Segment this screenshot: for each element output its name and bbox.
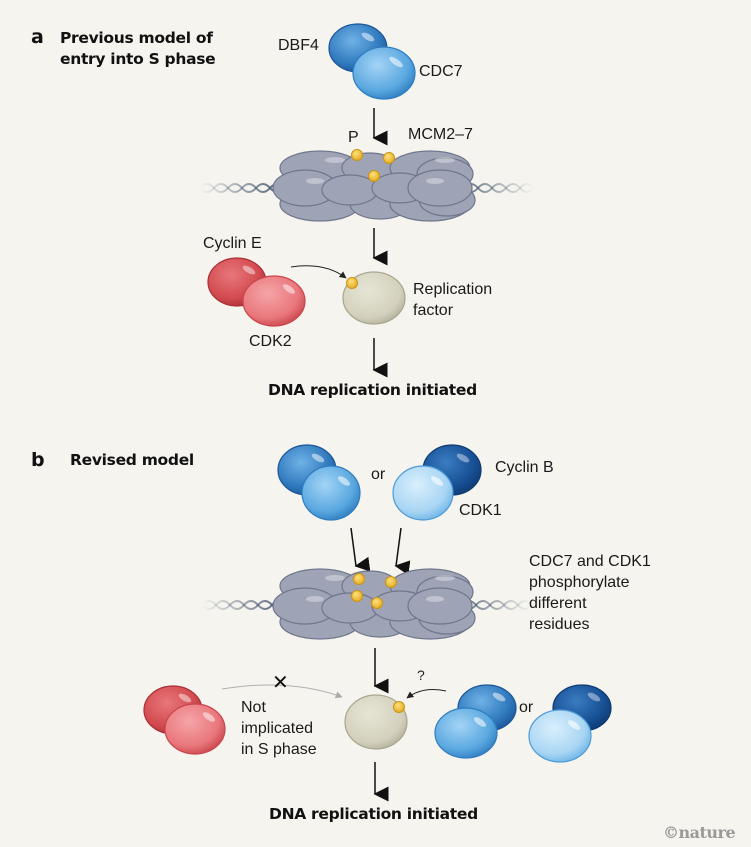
phosphate-groups-b <box>351 573 397 609</box>
cyclin-e-cdk2-complex-b <box>143 685 226 755</box>
outcome-a: DNA replication initiated <box>268 381 477 399</box>
uncertain-arrow <box>406 689 447 699</box>
blocked-x-icon: ✕ <box>272 672 289 694</box>
not-implicated-line2: implicated <box>241 720 314 737</box>
phosphate-replication-factor-b <box>393 701 405 713</box>
cdc7-protein <box>352 46 416 100</box>
cdk2-protein <box>242 275 306 327</box>
panel-a-title: Previous model of entry into S phase <box>60 28 216 70</box>
dbf4-cdc7-complex-b2 <box>434 684 517 759</box>
cdc7-label: CDC7 <box>419 63 463 80</box>
outcome-b: DNA replication initiated <box>269 805 478 823</box>
note-line4: residues <box>529 616 590 633</box>
mcm-complex-a <box>272 150 476 222</box>
blocked-arrow <box>221 684 343 699</box>
replication-factor-line2: factor <box>413 302 454 319</box>
not-implicated-label: Not implicated in S phase <box>241 697 317 760</box>
note-line2: phosphorylate <box>529 574 630 591</box>
replication-factor-b <box>344 694 408 750</box>
cyclin-b-cdk1-complex <box>392 444 482 521</box>
panel-a-letter: a <box>31 26 44 48</box>
or-label-bottom: or <box>519 699 534 716</box>
phosphate-replication-factor-a <box>346 277 358 289</box>
mcm-label: MCM2–7 <box>408 126 473 143</box>
nature-credit: ©nature <box>663 823 736 842</box>
cdk2-label: CDK2 <box>249 333 292 350</box>
or-label-top: or <box>371 466 386 483</box>
cyclin-b-cdk1-complex-b2 <box>528 684 612 763</box>
note-line3: different <box>529 595 587 612</box>
replication-factor-a <box>342 271 406 325</box>
note-line1: CDC7 and CDK1 <box>529 553 651 570</box>
cyclin-e-cdk2-complex <box>207 257 306 327</box>
dbf4-cdc7-complex <box>328 23 416 100</box>
phosphate-label: P <box>348 129 359 146</box>
question-mark: ? <box>417 667 425 683</box>
phosphorylation-note: CDC7 and CDK1 phosphorylate different re… <box>529 551 651 635</box>
dbf4-cdc7-complex-b <box>277 444 361 521</box>
panel-a-title-line1: Previous model of <box>60 29 213 47</box>
replication-factor-line1: Replication <box>413 281 493 298</box>
cdk1-label: CDK1 <box>459 502 502 519</box>
cyclin-e-label: Cyclin E <box>203 235 262 252</box>
cdk1-protein <box>392 465 454 521</box>
phosphorylation-arrow-a <box>290 265 347 279</box>
not-implicated-line1: Not <box>241 699 266 716</box>
phosphate-groups-a <box>351 149 395 182</box>
not-implicated-line3: in S phase <box>241 741 317 758</box>
panel-b-title: Revised model <box>70 451 194 469</box>
panel-a-title-line2: entry into S phase <box>60 50 216 68</box>
arrow-b1-left <box>350 527 371 572</box>
arrow-b1-right <box>394 527 411 576</box>
replication-factor-label: Replication factor <box>413 279 492 321</box>
cyclin-b-label: Cyclin B <box>495 459 554 476</box>
panel-b-letter: b <box>31 449 45 471</box>
dbf4-label: DBF4 <box>278 37 319 54</box>
